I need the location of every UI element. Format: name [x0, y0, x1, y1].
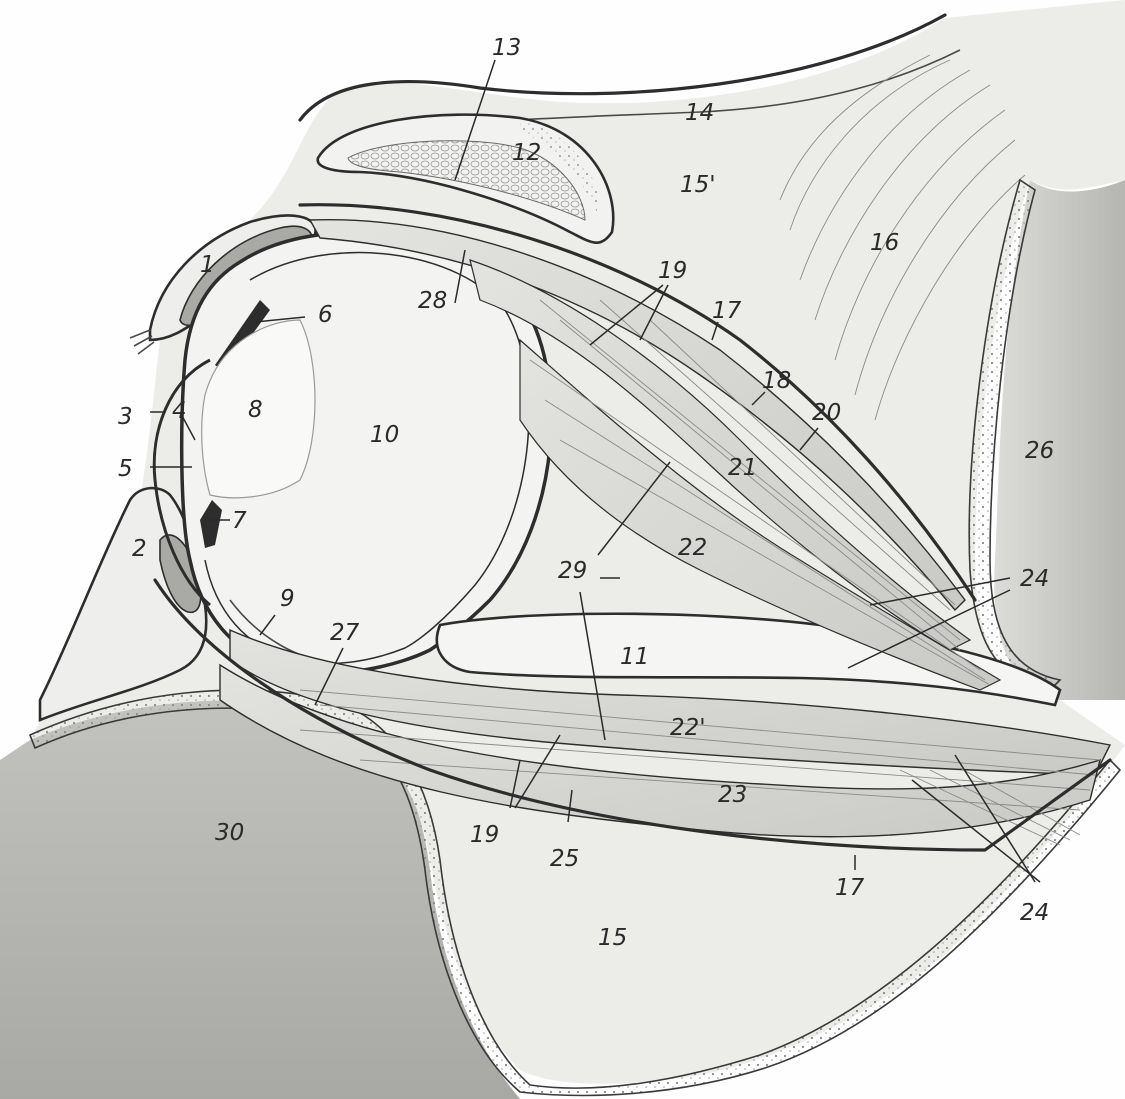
label-11: 11	[620, 644, 649, 670]
label-23: 23	[718, 782, 747, 808]
label-17-upper: 17	[712, 298, 742, 324]
label-22: 22	[678, 535, 707, 561]
label-15: 15	[598, 925, 627, 951]
label-15-prime: 15'	[680, 172, 716, 198]
label-9: 9	[280, 586, 295, 612]
label-5: 5	[118, 456, 133, 482]
label-28: 28	[418, 288, 447, 314]
label-29: 29	[558, 558, 587, 584]
label-2: 2	[132, 536, 147, 562]
label-27: 27	[330, 620, 360, 646]
label-24-lower: 24	[1020, 900, 1049, 926]
label-13: 13	[492, 35, 521, 61]
label-8: 8	[248, 397, 263, 423]
label-19-upper: 19	[658, 258, 687, 284]
label-17-lower: 17	[835, 875, 865, 901]
label-3: 3	[118, 404, 133, 430]
label-26: 26	[1025, 438, 1054, 464]
label-22-prime: 22'	[670, 715, 706, 741]
label-6: 6	[318, 302, 333, 328]
label-4: 4	[172, 398, 187, 424]
label-25: 25	[550, 846, 579, 872]
label-10: 10	[370, 422, 399, 448]
label-21: 21	[728, 455, 757, 481]
label-30: 30	[215, 820, 244, 846]
label-18: 18	[762, 368, 791, 394]
label-1: 1	[200, 252, 215, 278]
label-12: 12	[512, 140, 541, 166]
label-7: 7	[232, 508, 247, 534]
label-14: 14	[685, 100, 714, 126]
label-20: 20	[812, 400, 841, 426]
label-24-upper: 24	[1020, 566, 1049, 592]
label-19-lower: 19	[470, 822, 499, 848]
label-16: 16	[870, 230, 899, 256]
